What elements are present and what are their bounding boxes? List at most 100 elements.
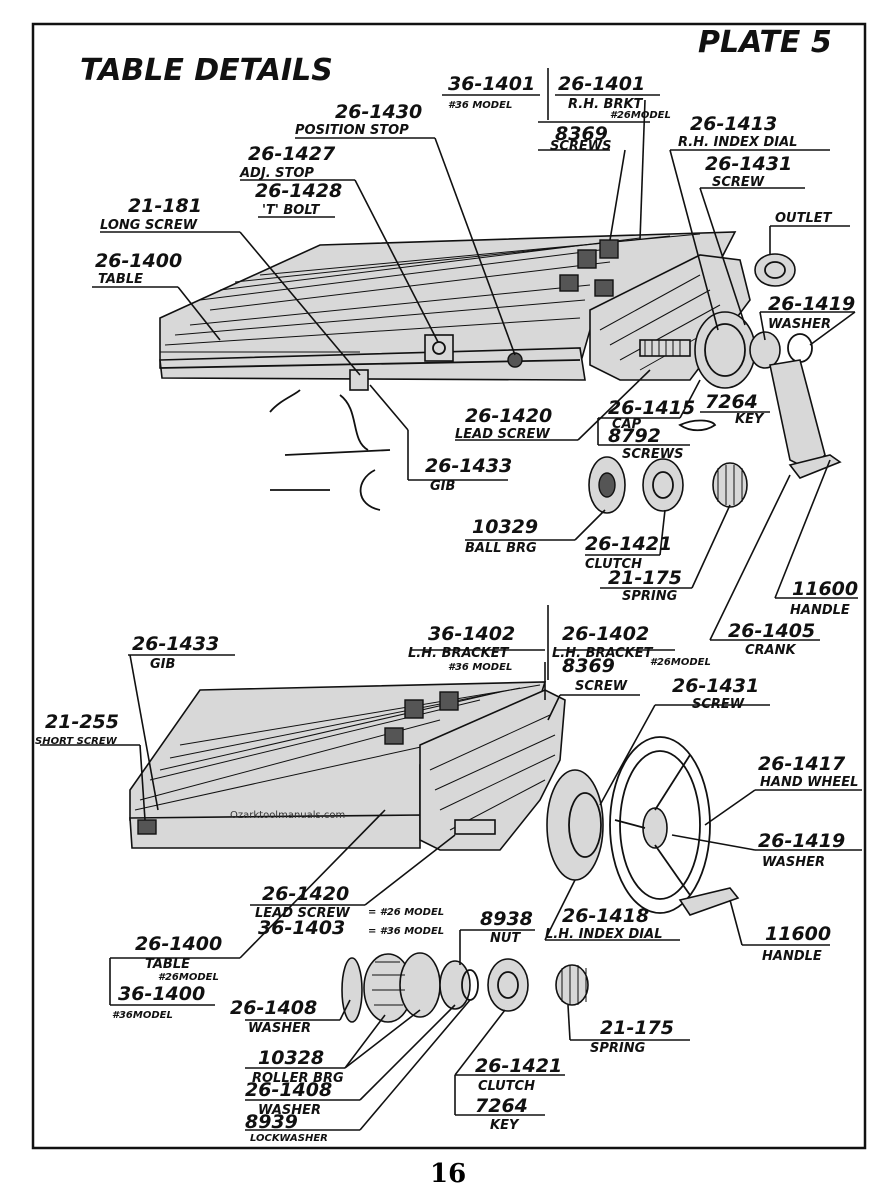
label-26-1433-lower-name: GIB (150, 657, 176, 672)
label-26-1408: 26-1408 (230, 997, 317, 1019)
upper-table-drawing (159, 231, 842, 514)
label-36-1403: 36-1403 (258, 917, 345, 939)
lower-labels: 36-1402 L.H. BRACKET #36 MODEL 26-1402 L… (35, 623, 858, 1144)
label-26-1417: 26-1417 (758, 753, 846, 775)
label-26-1408b: 26-1408 (245, 1079, 332, 1101)
label-outlet: OUTLET (775, 211, 833, 226)
label-26-1430: 26-1430 (335, 101, 422, 123)
label-26-1400-lower-note: #26MODEL (158, 972, 219, 983)
label-21-181: 21-181 (128, 195, 202, 217)
label-21-175-lower: 21-175 (600, 1017, 674, 1039)
label-21-255: 21-255 (45, 711, 119, 733)
label-26-1405: 26-1405 (728, 620, 815, 642)
label-26-1400-lower: 26-1400 (135, 933, 222, 955)
label-26-1421-lower-name: CLUTCH (478, 1079, 535, 1094)
label-8369-upper-name: SCREWS (550, 139, 612, 154)
label-11600-lower: 11600 (765, 923, 831, 945)
label-26-1431-lower: 26-1431 (672, 675, 759, 697)
label-26-1402: 26-1402 (562, 623, 649, 645)
label-8369-upper: 8369 (555, 123, 608, 145)
label-36-1402: 36-1402 (428, 623, 515, 645)
lower-table-drawing: Ozarktoolmanuals.com (129, 681, 740, 1023)
label-21-175-lower-name: SPRING (590, 1041, 646, 1056)
label-26-1428-name: 'T' BOLT (262, 203, 320, 218)
label-26-1433-lower: 26-1433 (132, 633, 219, 655)
watermark: Ozarktoolmanuals.com (230, 810, 345, 821)
page-title: TABLE DETAILS (80, 53, 333, 88)
label-26-1428: 26-1428 (255, 180, 342, 202)
label-21-255-name: SHORT SCREW (35, 736, 118, 747)
label-10328: 10328 (258, 1047, 324, 1069)
label-8369-lower-name: SCREW (575, 679, 628, 694)
label-36-1402-name: L.H. BRACKET (408, 646, 510, 661)
label-26-1401-name: R.H. BRKT (568, 97, 644, 112)
label-26-1420-lower-note: = #26 MODEL (368, 907, 444, 918)
label-26-1420-upper: 26-1420 (465, 405, 552, 427)
label-26-1418-name: L.H. INDEX DIAL (545, 927, 662, 942)
label-11600-upper-name: HANDLE (790, 603, 850, 618)
label-36-1403-note: = #36 MODEL (368, 926, 444, 937)
label-26-1419-lower-name: WASHER (762, 855, 825, 870)
label-26-1433-upper: 26-1433 (425, 455, 512, 477)
upper-leaders (92, 68, 858, 641)
label-21-175-upper-name: SPRING (622, 589, 678, 604)
label-7264-upper: 7264 (705, 391, 758, 413)
label-36-1401: 36-1401 (448, 73, 535, 95)
plate-border (31, 22, 867, 1150)
label-26-1420-lower: 26-1420 (262, 883, 349, 905)
label-7264-lower-name: KEY (490, 1118, 520, 1133)
label-8939-name: LOCKWASHER (250, 1133, 328, 1144)
label-26-1408-name: WASHER (248, 1021, 311, 1036)
label-26-1401: 26-1401 (558, 73, 645, 95)
label-10329: 10329 (472, 516, 538, 538)
label-8369-lower: 8369 (562, 655, 615, 677)
label-8939: 8939 (245, 1111, 298, 1133)
label-10329-name: BALL BRG (465, 541, 537, 556)
label-26-1421-upper-name: CLUTCH (585, 557, 642, 572)
label-26-1427-name: ADJ. STOP (239, 166, 314, 181)
label-36-1400: 36-1400 (118, 983, 205, 1005)
label-21-175-upper: 21-175 (608, 567, 682, 589)
label-8792: 8792 (608, 425, 661, 447)
label-26-1431-upper: 26-1431 (705, 153, 792, 175)
label-36-1402-note: #36 MODEL (448, 662, 512, 673)
label-26-1402-note: #26MODEL (650, 657, 711, 668)
label-26-1413: 26-1413 (690, 113, 777, 135)
label-26-1419-upper-name: WASHER (768, 317, 831, 332)
label-26-1408b-name: WASHER (258, 1103, 321, 1118)
label-26-1400-upper-name: TABLE (98, 272, 143, 287)
label-26-1419-upper: 26-1419 (768, 293, 855, 315)
label-8938: 8938 (480, 908, 533, 930)
label-26-1418: 26-1418 (562, 905, 649, 927)
label-36-1401-note: #36 MODEL (448, 100, 512, 111)
label-26-1421-upper: 26-1421 (585, 533, 672, 555)
label-26-1401-note: #26MODEL (610, 110, 671, 121)
label-26-1420-lower-name: LEAD SCREW (255, 906, 350, 921)
label-26-1420-upper-name: LEAD SCREW (455, 427, 550, 442)
label-7264-upper-name: KEY (735, 412, 765, 427)
label-26-1417-name: HAND WHEEL (760, 775, 858, 790)
label-26-1415-name: CAP (612, 417, 642, 432)
label-26-1419-lower: 26-1419 (758, 830, 845, 852)
label-26-1405-name: CRANK (745, 643, 796, 658)
label-26-1415: 26-1415 (608, 397, 695, 419)
label-26-1431-upper-name: SCREW (712, 175, 765, 190)
label-21-181-name: LONG SCREW (100, 218, 198, 233)
page-number: 16 (430, 1159, 466, 1189)
label-7264-lower: 7264 (475, 1095, 528, 1117)
label-26-1430-name: POSITION STOP (295, 123, 409, 138)
label-26-1400-lower-name: TABLE (145, 957, 190, 972)
plate-number: PLATE 5 (698, 25, 832, 60)
label-36-1400-note: #36MODEL (112, 1010, 173, 1021)
label-11600-upper: 11600 (792, 578, 858, 600)
label-26-1421-lower: 26-1421 (475, 1055, 562, 1077)
label-26-1400-upper: 26-1400 (95, 250, 182, 272)
label-11600-lower-name: HANDLE (762, 949, 822, 964)
label-10328-name: ROLLER BRG (252, 1071, 344, 1086)
label-26-1402-name: L.H. BRACKET (552, 646, 654, 661)
upper-labels: 36-1401 #36 MODEL 26-1401 R.H. BRKT #26M… (95, 73, 858, 658)
lower-leaders (40, 605, 862, 1131)
label-26-1427: 26-1427 (248, 143, 336, 165)
label-26-1413-name: R.H. INDEX DIAL (678, 135, 797, 150)
